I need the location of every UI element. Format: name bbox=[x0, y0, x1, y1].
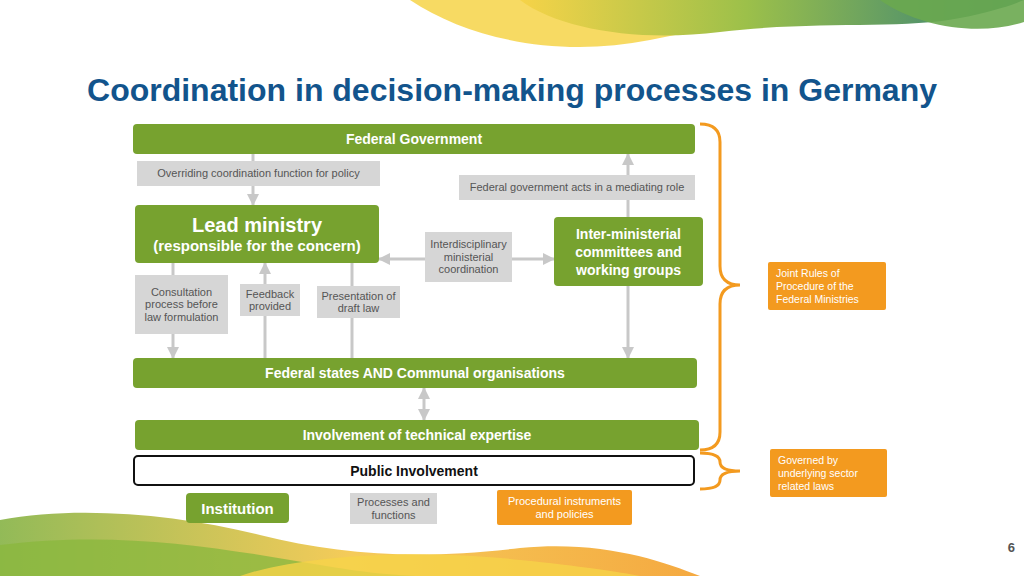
process-label: Feedback provided bbox=[240, 284, 300, 316]
institution-band: Involvement of technical expertise bbox=[135, 420, 699, 450]
instrument-callout: Joint Rules of Procedure of the Federal … bbox=[768, 262, 886, 310]
wave bbox=[880, 0, 1024, 29]
process-label: Overriding coordination function for pol… bbox=[137, 161, 380, 186]
institution-box: Lead ministry(responsible for the concer… bbox=[135, 205, 379, 263]
legend-swatch: Procedural instruments and policies bbox=[497, 490, 632, 525]
wave bbox=[240, 554, 640, 576]
instrument-callout: Governed by underlying sector related la… bbox=[770, 449, 887, 497]
institution-band: Federal states AND Communal organisation… bbox=[133, 358, 697, 388]
curly-bracket bbox=[700, 453, 740, 489]
legend-swatch: Institution bbox=[186, 493, 289, 523]
legend-text: Processes and functions bbox=[356, 496, 431, 522]
node-title: Involvement of technical expertise bbox=[303, 427, 532, 443]
page-number: 6 bbox=[975, 540, 1015, 558]
outlined-band: Public Involvement bbox=[133, 455, 695, 486]
node-subtitle: (responsible for the concern) bbox=[153, 237, 361, 254]
slide-title: Coordination in decision-making processe… bbox=[0, 72, 1024, 109]
curly-bracket bbox=[700, 124, 740, 450]
node-title: Governed by underlying sector related la… bbox=[778, 454, 879, 493]
legend-swatch: Processes and functions bbox=[350, 493, 437, 524]
connector-arrow bbox=[423, 388, 426, 420]
node-title: Joint Rules of Procedure of the Federal … bbox=[776, 267, 878, 306]
node-title: Inter-ministerial committees and working… bbox=[554, 225, 703, 279]
process-label: Interdisciplinary ministerial coordinati… bbox=[425, 232, 512, 282]
wave bbox=[520, 0, 1024, 35]
legend-text: Procedural instruments and policies bbox=[503, 495, 626, 521]
institution-band: Federal Government bbox=[133, 124, 695, 154]
node-title: Federal Government bbox=[346, 131, 482, 147]
process-label: Presentation of draft law bbox=[317, 286, 400, 318]
institution-box: Inter-ministerial committees and working… bbox=[554, 217, 703, 286]
connector-arrow bbox=[627, 286, 630, 358]
node-title: Federal states AND Communal organisation… bbox=[265, 365, 565, 381]
node-title: Lead ministry bbox=[192, 214, 322, 237]
process-label: Federal government acts in a mediating r… bbox=[459, 175, 695, 200]
legend-text: Institution bbox=[201, 500, 273, 517]
node-title: Public Involvement bbox=[350, 463, 478, 479]
process-label: Consultation process before law formulat… bbox=[135, 275, 228, 334]
